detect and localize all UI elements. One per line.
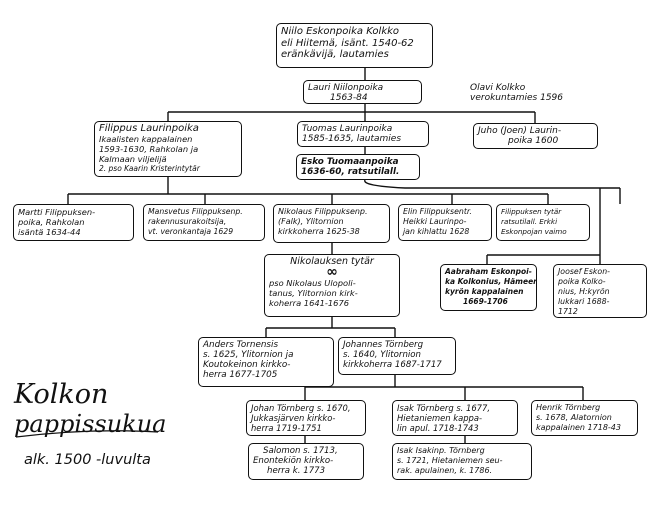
person-filippuksen-tytar: Filippuksen tytär ratsutilall. Erkki Esk…	[496, 204, 590, 241]
person-joosef-line: lukkari 1688-	[558, 297, 610, 306]
person-joosef-line: 1712	[558, 307, 578, 316]
person-henrik-line: Henrik Törnberg	[536, 403, 601, 412]
person-martti-line: Martti Filippuksen-	[18, 207, 96, 217]
person-anders: Anders Tornensis s. 1625, Ylitornion ja …	[198, 337, 334, 387]
person-lauri: Lauri Niilonpoika 1563-84	[303, 80, 422, 104]
person-anders-line: s. 1625, Ylitornion ja	[203, 350, 294, 360]
person-tuomas-line: Tuomas Laurinpoika	[302, 124, 393, 134]
person-henrik-line: s. 1678, Alatornion	[536, 413, 612, 422]
person-nikolaus-line: Nikolaus Filippuksenp.	[278, 207, 368, 216]
person-martti: Martti Filippuksen- poika, Rahkolan isän…	[13, 204, 134, 241]
person-filippuksen-tytar-line: Eskonpojan vaimo	[501, 227, 567, 236]
person-salomon-line: herra k. 1773	[267, 466, 326, 476]
person-martti-line: isäntä 1634-44	[18, 227, 81, 237]
person-mansvetus-line: Mansvetus Filippuksenp.	[148, 207, 243, 216]
person-joosef-line: poika Kolko-	[558, 277, 606, 286]
person-filippuksen-tytar-line: Filippuksen tytär	[501, 207, 562, 216]
person-nikolauksen-tytar: Nikolauksen tytär ∞ pso Nikolaus Ulopoli…	[264, 254, 400, 317]
person-johan-line: herra 1719-1751	[251, 423, 322, 433]
person-tuomas-line: 1585-1635, lautamies	[302, 134, 402, 144]
person-aabraham: Aabraham Eskonpoi- ka Kolkonius, Hämeen-…	[440, 264, 537, 311]
person-isak-isakinpoika: Isak Isakinp. Törnberg s. 1721, Hietanie…	[392, 443, 532, 480]
person-martti-line: poika, Rahkolan	[18, 217, 85, 227]
person-anders-line: Anders Tornensis	[203, 340, 279, 350]
person-elin-line: jan kihlattu 1628	[403, 227, 470, 236]
person-olavi: Olavi Kolkko verokuntamies 1596	[466, 81, 586, 105]
person-johan-line: Jukkasjärven kirkko-	[251, 413, 336, 423]
person-esko: Esko Tuomaanpoika 1636-60, ratsutilall.	[296, 154, 420, 180]
person-aabraham-line: 1669-1706	[463, 297, 508, 306]
person-nikolauksen-tytar-line: tanus, Ylitornion kirk-	[269, 288, 358, 298]
person-johannes-line: kirkkoherra 1687-1717	[343, 360, 442, 370]
person-johannes-line: s. 1640, Ylitornion	[343, 350, 421, 360]
person-isak-isakinpoika-line: rak. apulainen, k. 1786.	[397, 466, 493, 475]
person-nikolaus-line: kirkkoherra 1625-38	[278, 227, 360, 236]
person-nikolaus-line: (Falk), Ylitornion	[278, 217, 344, 226]
person-johan: Johan Törnberg s. 1670, Jukkasjärven kir…	[246, 400, 366, 436]
person-anders-line: herra 1677-1705	[203, 370, 278, 380]
person-niilo-line: eli Hiitemä, isänt. 1540-62	[281, 37, 414, 49]
person-aabraham-line: ka Kolkonius, Hämeen-	[445, 277, 537, 286]
person-isak-line: Isak Törnberg s. 1677,	[397, 403, 490, 413]
person-filippuksen-tytar-line: ratsutilall. Erkki	[501, 217, 558, 226]
person-filippus-line: Ikaalisten kappalainen	[99, 134, 193, 144]
person-esko-line: 1636-60, ratsutilall.	[301, 167, 400, 177]
person-niilo-line: eränkävijä, lautamies	[281, 49, 389, 60]
person-mansvetus-line: rakennusurakoitsija,	[148, 217, 227, 226]
person-esko-line: Esko Tuomaanpoika	[301, 157, 399, 167]
person-juho: Juho (Joen) Laurin- poika 1600	[473, 123, 598, 149]
person-salomon-line: Salomon s. 1713,	[263, 446, 338, 456]
person-isak-isakinpoika-line: Isak Isakinp. Törnberg	[397, 446, 485, 455]
person-nikolaus: Nikolaus Filippuksenp. (Falk), Ylitornio…	[273, 204, 390, 243]
person-salomon-line: Enontekiön kirkko-	[253, 456, 334, 466]
person-lauri-line: 1563-84	[330, 93, 368, 103]
person-mansvetus: Mansvetus Filippuksenp. rakennusurakoits…	[143, 204, 265, 241]
person-isak-line: Hietaniemen kappa-	[397, 413, 483, 423]
person-olavi-line: verokuntamies 1596	[470, 93, 563, 103]
person-filippus-line: Kalmaan viljelijä	[99, 154, 167, 164]
person-isak: Isak Törnberg s. 1677, Hietaniemen kappa…	[392, 400, 518, 436]
person-henrik-line: kappalainen 1718-43	[536, 423, 621, 432]
person-nikolauksen-tytar-head: Nikolauksen tytär	[290, 256, 374, 267]
chart-title-line2: pappissukua	[14, 410, 167, 438]
person-juho-line: poika 1600	[508, 136, 559, 146]
person-anders-line: Koutokeinon kirkko-	[203, 360, 291, 370]
person-isak-line: lin apul. 1718-1743	[397, 423, 479, 433]
person-joosef-line: Joosef Eskon-	[558, 267, 610, 276]
person-isak-isakinpoika-line: s. 1721, Hietaniemen seu-	[397, 456, 503, 465]
person-johan-line: Johan Törnberg s. 1670,	[251, 403, 351, 413]
chart-title-line1: Kolkon	[14, 379, 109, 410]
person-niilo-line: Niilo Eskonpoika Kolkko	[281, 26, 400, 37]
person-tuomas: Tuomas Laurinpoika 1585-1635, lautamies	[297, 121, 429, 147]
person-mansvetus-line: vt. veronkantaja 1629	[148, 227, 234, 236]
person-elin-line: Heikki Laurinpo-	[403, 217, 467, 226]
person-nikolauksen-tytar-line: pso Nikolaus Ulopoli-	[269, 278, 356, 288]
person-salomon: Salomon s. 1713, Enontekiön kirkko- herr…	[248, 443, 364, 480]
person-filippus-line: 1593-1630, Rahkolan ja	[99, 144, 199, 154]
person-johannes: Johannes Törnberg s. 1640, Ylitornion ki…	[338, 337, 456, 375]
person-elin-line: Elin Filippuksentr.	[403, 207, 472, 216]
person-elin: Elin Filippuksentr. Heikki Laurinpo- jan…	[398, 204, 492, 241]
person-olavi-line: Olavi Kolkko	[470, 83, 526, 93]
person-lauri-line: Lauri Niilonpoika	[308, 83, 384, 93]
person-henrik: Henrik Törnberg s. 1678, Alatornion kapp…	[531, 400, 638, 436]
person-joosef-line: nius, H:kyrön	[558, 287, 610, 296]
person-filippus-line: 2. pso Kaarin Kristerintytär	[99, 164, 200, 173]
person-juho-line: Juho (Joen) Laurin-	[478, 126, 562, 136]
person-aabraham-line: kyrön kappalainen	[445, 287, 524, 296]
person-filippus: Filippus Laurinpoika Ikaalisten kappalai…	[94, 121, 242, 177]
person-joosef: Joosef Eskon- poika Kolko- nius, H:kyrön…	[553, 264, 647, 318]
marriage-symbol: ∞	[326, 264, 338, 280]
person-aabraham-line: Aabraham Eskonpoi-	[445, 267, 532, 276]
chart-subtitle: alk. 1500 -luvulta	[24, 452, 151, 468]
person-niilo: Niilo Eskonpoika Kolkko eli Hiitemä, isä…	[276, 23, 433, 68]
person-johannes-line: Johannes Törnberg	[343, 340, 424, 350]
person-nikolauksen-tytar-line: koherra 1641-1676	[269, 298, 350, 308]
person-filippus-line: Filippus Laurinpoika	[99, 123, 199, 134]
